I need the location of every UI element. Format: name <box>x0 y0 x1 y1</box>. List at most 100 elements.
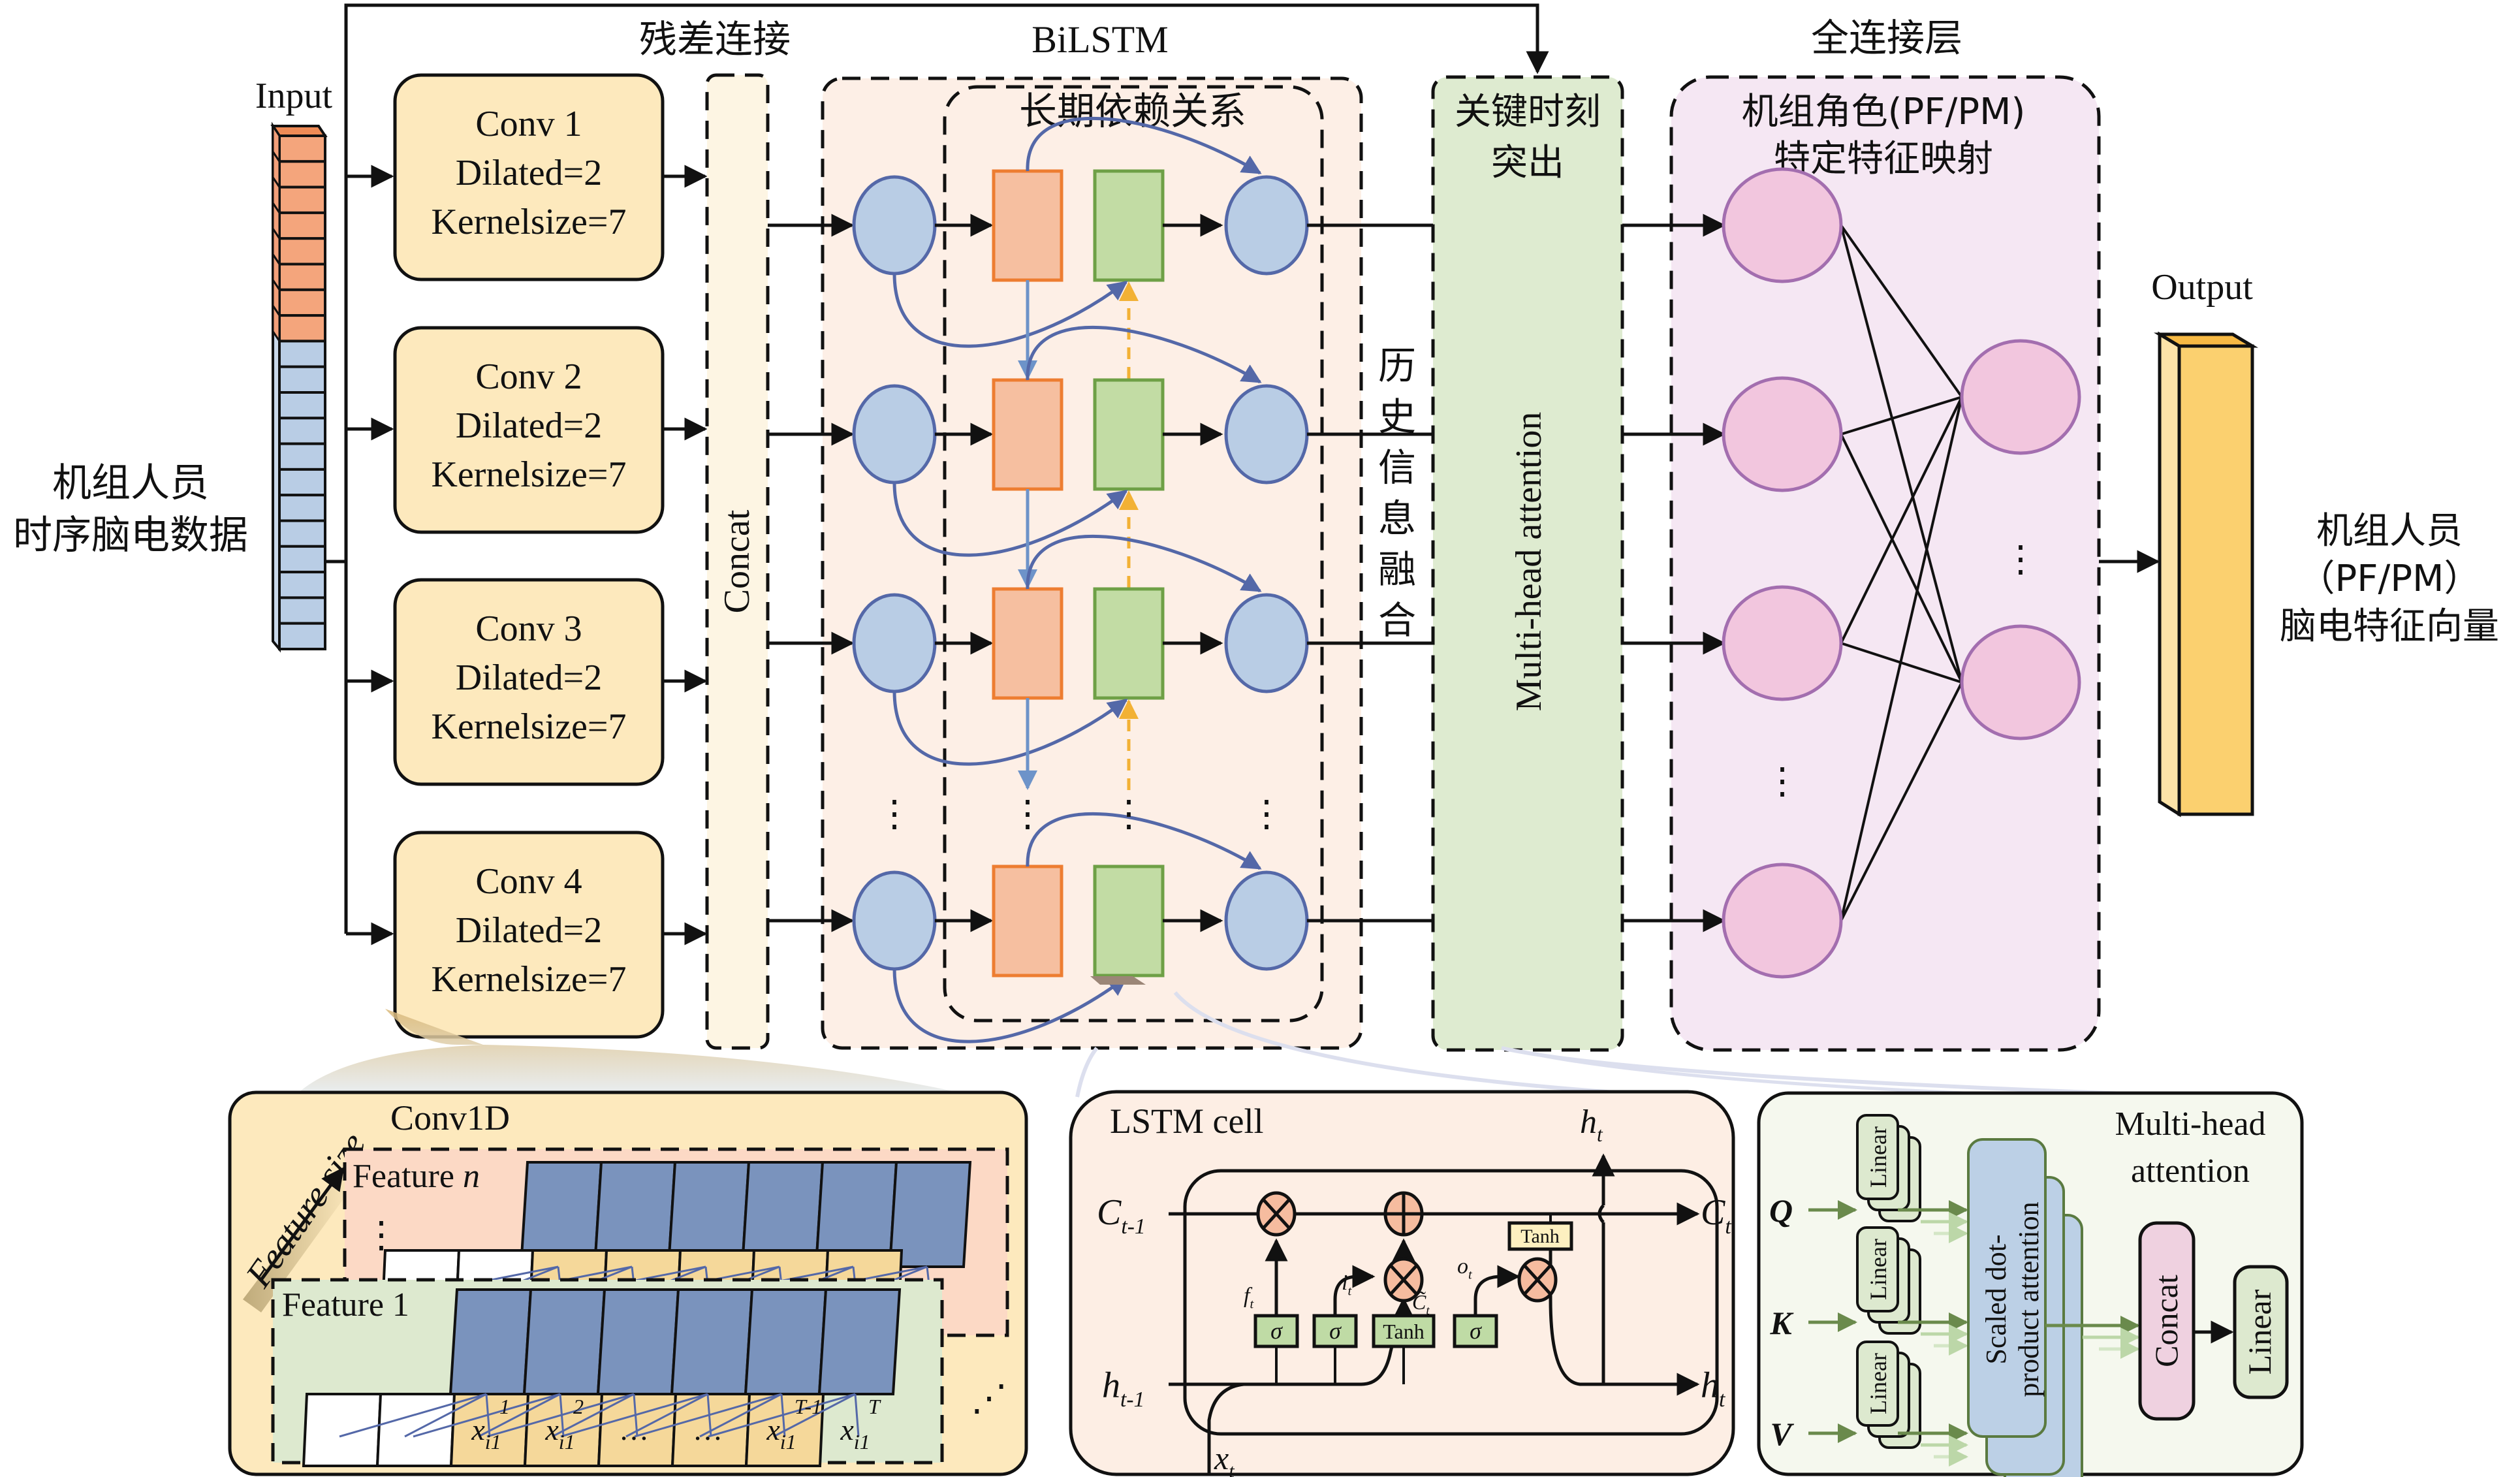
ellipsis-vertical: ⋮ <box>1248 794 1285 834</box>
linear-projection-label: Linear <box>1865 1239 1891 1300</box>
h-top-label: ht <box>1580 1104 1603 1146</box>
input-timestep-label: xi1 <box>544 1413 575 1453</box>
feature-cell <box>522 1288 606 1395</box>
output-label: Output <box>2151 267 2253 308</box>
history-fusion-char: 息 <box>1378 496 1416 541</box>
mha-output-linear-box <box>2233 1265 2289 1399</box>
conv-name: Conv 4 <box>475 861 582 902</box>
multi-head-attention-label: Multi-head attention <box>1509 412 1549 712</box>
feature-1-label: Feature 1 <box>282 1286 409 1324</box>
input-timestep-label: xi1 <box>471 1413 501 1453</box>
history-fusion-char: 融 <box>1378 547 1416 592</box>
svg-text:Tanh: Tanh <box>1383 1320 1425 1343</box>
backward-lstm-cell <box>1093 865 1165 977</box>
sdpa-label-1: Scaled dot- <box>1980 1234 2012 1364</box>
input-gate-sigma: σ <box>1312 1314 1358 1348</box>
conv-kernelsize: Kernelsize=7 <box>431 454 626 495</box>
forward-node <box>852 870 937 971</box>
output-node <box>1224 593 1309 693</box>
backward-lstm-cell <box>1093 378 1165 491</box>
feature-cell <box>888 1161 972 1268</box>
input-timestep-label: … <box>693 1413 723 1446</box>
ellipsis-vertical: ⋮ <box>1764 761 1801 802</box>
h-next-label: ht <box>1701 1365 1725 1412</box>
backward-lstm-cell <box>1093 587 1165 700</box>
bilstm-block: BiLSTM 长期依赖关系 ⋮⋮⋮⋮ <box>768 18 1433 1050</box>
ellipsis-vertical: ⋮ <box>2002 539 2039 580</box>
conv1d-title: Conv1D <box>390 1098 510 1137</box>
backward-lstm-cell <box>1093 169 1165 282</box>
input-cell <box>278 160 326 189</box>
sdpa-label-2: product attention <box>2013 1201 2045 1397</box>
mha-concat-label: Concat <box>2148 1275 2184 1367</box>
history-fusion-char: 合 <box>1378 598 1416 643</box>
feature-cell <box>449 1288 533 1395</box>
output-gate-label: ot <box>1457 1254 1473 1282</box>
mha-panel-title-1: Multi-head <box>2115 1105 2265 1143</box>
fc-input-node <box>1722 585 1843 701</box>
residual-label: 残差连接 <box>639 17 791 61</box>
conv-kernelsize: Kernelsize=7 <box>431 202 626 242</box>
fc-input-node <box>1722 863 1843 979</box>
output-description-line2: （PF/PM） <box>2299 558 2481 600</box>
svg-text:σ: σ <box>1270 1318 1283 1344</box>
conv-name: Conv 2 <box>475 357 582 397</box>
mha-panel-title-2: attention <box>2131 1152 2250 1190</box>
output-multiply-icon <box>1517 1257 1558 1303</box>
key-moment-label-1: 关键时刻 <box>1455 91 1601 133</box>
lstm-cell-title: LSTM cell <box>1110 1102 1263 1141</box>
timestep-superscript: 2 <box>573 1395 584 1418</box>
input-cell <box>278 442 326 471</box>
x-input-label: xt <box>1214 1440 1235 1477</box>
feature-cell <box>302 1393 383 1467</box>
svg-text:σ: σ <box>1470 1318 1482 1344</box>
forward-node <box>852 384 937 484</box>
input-gate-label: it <box>1342 1271 1352 1299</box>
input-cell <box>278 211 326 240</box>
bilstm-row <box>768 534 1433 790</box>
input-cell <box>278 391 326 420</box>
output-gate-sigma: σ <box>1453 1314 1498 1348</box>
input-cell <box>278 468 326 497</box>
candidate-tanh: Tanh <box>1372 1314 1436 1348</box>
conv-name: Conv 3 <box>475 609 582 649</box>
cell-tanh-box: Tanh <box>1507 1221 1573 1251</box>
svg-text:σ: σ <box>1329 1318 1342 1344</box>
feature-dots-vertical: ⋮ <box>363 1215 400 1256</box>
input-timestep-label: xi1 <box>766 1413 796 1453</box>
input-cell <box>278 622 326 651</box>
input-cell <box>278 545 326 574</box>
conv1d-detail-panel: Conv1D Feature size Feature n ⋮ Feature … <box>228 1090 1028 1476</box>
feature-n-label: Feature n <box>353 1158 480 1195</box>
input-timestep-label: xi1 <box>840 1413 870 1453</box>
output-node <box>1224 384 1309 484</box>
feature-cell <box>596 1288 680 1395</box>
history-fusion-char: 信 <box>1378 445 1416 490</box>
forget-gate-sigma: σ <box>1253 1314 1299 1348</box>
input-cell <box>278 340 326 368</box>
bilstm-title: BiLSTM <box>1032 18 1169 61</box>
bilstm-row <box>768 116 1433 380</box>
forget-multiply-icon <box>1256 1191 1297 1237</box>
mha-output-linear-label: Linear <box>2241 1289 2278 1374</box>
forward-lstm-cell <box>992 378 1063 491</box>
input-timestep-label: … <box>619 1413 649 1446</box>
input-cell <box>278 365 326 394</box>
c-next-label: Ct <box>1701 1192 1731 1239</box>
fc-input-node <box>1722 167 1843 283</box>
attention-input-k: K <box>1769 1305 1794 1341</box>
forward-lstm-cell <box>992 169 1063 282</box>
sdpa-head <box>1967 1138 2047 1438</box>
candidate-label: C̃t <box>1412 1290 1430 1318</box>
conv-dilated: Dilated=2 <box>456 910 602 951</box>
mha-concat-box <box>2138 1221 2196 1421</box>
output-vector: Output 机组人员 （PF/PM） 脑电特征向量 <box>2099 267 2499 818</box>
conv-dilated: Dilated=2 <box>456 153 602 193</box>
output-description-line1: 机组人员 <box>2316 510 2463 552</box>
ellipsis-vertical: ⋮ <box>1009 794 1046 834</box>
